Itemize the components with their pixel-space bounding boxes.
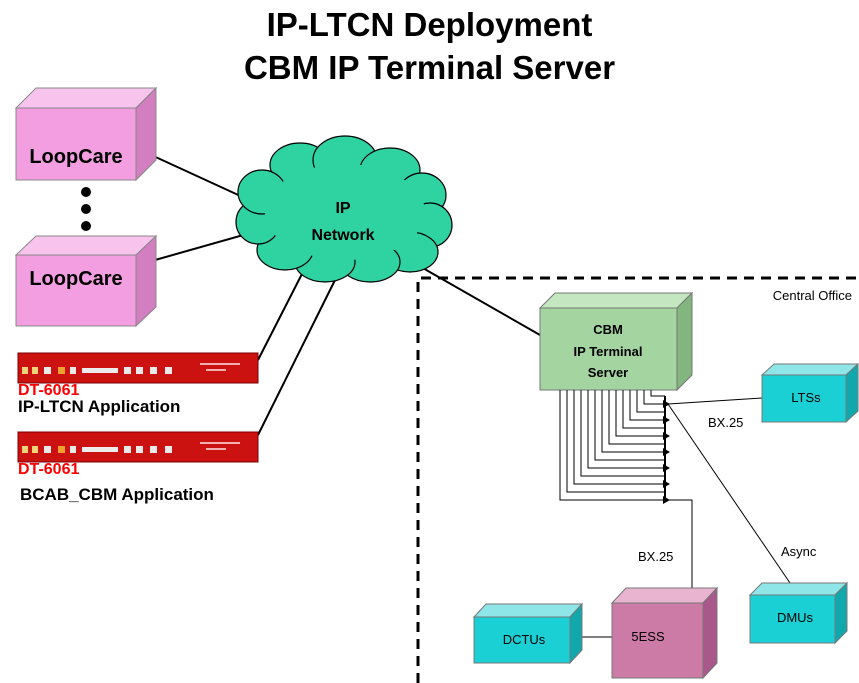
ellipsis-dot-1 (81, 187, 91, 197)
dctus-box: DCTUs (472, 602, 584, 665)
ltss-label: LTSs (791, 390, 821, 405)
diagram-title-line2: CBM IP Terminal Server (243, 49, 616, 86)
loopcare-bottom-label: LoopCare (29, 268, 122, 290)
link-dt6061-bottom (257, 269, 341, 436)
cbm-label-line2: IP Terminal (574, 344, 643, 359)
ellipsis-dot-2 (81, 204, 91, 214)
link-label-async: Async (781, 544, 817, 559)
cbm-port-bundle (559, 390, 665, 501)
dmus-box: DMUs (748, 581, 849, 645)
loopcare-top-box: LoopCare (14, 86, 158, 182)
cbm-terminal-server-box: CBM IP Terminal Server (538, 291, 694, 392)
ip-network-label-line1: IP (335, 200, 350, 217)
ltss-box: LTSs (760, 362, 859, 424)
diagram-title-line1: IP-LTCN Deployment (266, 6, 593, 43)
dt6061-top-application: IP-LTCN Application (18, 397, 180, 416)
cbm-label-line3: Server (588, 365, 628, 380)
link-label-bx25-5ess: BX.25 (638, 549, 673, 564)
port-arrowheads (663, 396, 670, 504)
dt6061-device-bottom (17, 431, 259, 463)
dctus-label: DCTUs (503, 632, 546, 647)
dt6061-bottom-model: DT-6061 (18, 461, 79, 478)
dt6061-bottom-application: BCAB_CBM Application (20, 485, 214, 504)
link-cbm-ltss (667, 397, 763, 405)
fiveess-label: 5ESS (631, 629, 665, 644)
cbm-label-line1: CBM (593, 322, 623, 337)
loopcare-top-label: LoopCare (29, 146, 122, 168)
dmus-label: DMUs (777, 610, 814, 625)
loopcare-bottom-box: LoopCare (14, 234, 158, 328)
link-cbm-dmus (667, 403, 791, 584)
dt6061-top-model: DT-6061 (18, 382, 79, 399)
dt6061-device-top (17, 352, 259, 384)
ip-network-label-line2: Network (311, 227, 374, 244)
fiveess-box: 5ESS (610, 586, 719, 680)
ellipsis-dot-3 (81, 221, 91, 231)
central-office-boundary (416, 276, 859, 683)
link-label-bx25-ltss: BX.25 (708, 415, 743, 430)
central-office-label: Central Office (773, 288, 852, 303)
link-cbm-5ess (665, 499, 693, 588)
link-dt6061-top (257, 267, 306, 361)
ip-network-cloud (235, 135, 453, 283)
